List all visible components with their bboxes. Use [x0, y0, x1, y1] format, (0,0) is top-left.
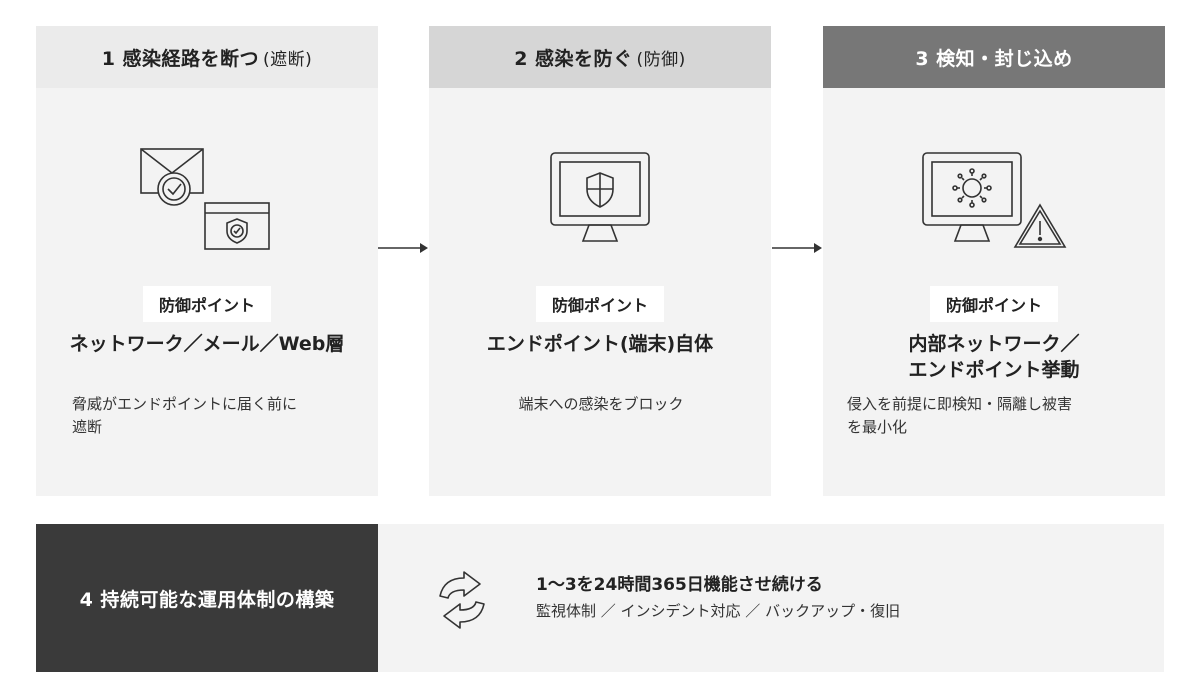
step-3-header: 3 検知・封じ込め	[823, 26, 1165, 88]
step-2-panel: 2 感染を防ぐ (防御) 防御ポイント エンドポイント(端末)自体 端末への感染…	[429, 26, 771, 496]
step-3-desc-line1: 侵入を前提に即検知・隔離し被害	[847, 395, 1073, 413]
step-2-title-line1: エンドポイント(端末)自体	[486, 333, 714, 355]
step-3-title: 内部ネットワーク／ エンドポイント挙動	[823, 331, 1165, 383]
step-3-desc-line2: を最小化	[847, 418, 908, 436]
step-2-header-text: 2 感染を防ぐ	[514, 47, 633, 70]
step-1-desc-line1: 脅威がエンドポイントに届く前に	[72, 395, 298, 413]
step-1-desc-line2: 遮断	[72, 418, 103, 436]
arrow-right-icon	[378, 243, 428, 253]
step-2-desc-line1: 端末への感染をブロック	[518, 395, 684, 413]
step-2-illustration	[429, 131, 771, 271]
step-4-panel: 1〜3を24時間365日機能させ続ける 監視体制 ／ インシデント対応 ／ バッ…	[378, 524, 1164, 672]
step-1-title: ネットワーク／メール／Web層	[36, 331, 378, 357]
cycle-icon	[439, 571, 485, 629]
step-1-panel: 1 感染経路を断つ (遮断) 防御ポイント ネットワーク／メール／Web層 脅威	[36, 26, 378, 496]
step-3-description: 侵入を前提に即検知・隔離し被害 を最小化	[847, 393, 1143, 439]
step-2-description: 端末への感染をブロック	[453, 393, 749, 416]
step-2-badge: 防御ポイント	[535, 286, 665, 322]
step-4-header-text: 4 持続可能な運用体制の構築	[79, 588, 335, 611]
mail-check-icon	[140, 148, 204, 206]
step-1-description: 脅威がエンドポイントに届く前に 遮断	[72, 393, 368, 439]
step-4-main-text: 1〜3を24時間365日機能させ続ける	[536, 575, 823, 595]
step-3-header-text: 3 検知・封じ込め	[915, 47, 1073, 70]
step-1-illustration	[36, 131, 378, 271]
warning-icon	[1013, 203, 1067, 248]
step-1-badge: 防御ポイント	[142, 286, 272, 322]
step-4-sub-text: 監視体制 ／ インシデント対応 ／ バックアップ・復旧	[536, 602, 901, 620]
step-1-header-paren: (遮断)	[263, 49, 313, 70]
step-2-header-paren: (防御)	[636, 49, 686, 70]
step-1-header-text: 1 感染経路を断つ	[101, 47, 260, 70]
step-1-header: 1 感染経路を断つ (遮断)	[36, 26, 378, 88]
step-3-title-line1: 内部ネットワーク／	[908, 333, 1080, 355]
step-3-title-line2: エンドポイント挙動	[908, 359, 1080, 381]
step-1-title-line1: ネットワーク／メール／Web層	[69, 333, 345, 355]
step-3-illustration	[823, 131, 1165, 271]
step-4-header: 4 持続可能な運用体制の構築	[36, 524, 378, 672]
step-3-badge: 防御ポイント	[929, 286, 1059, 322]
step-2-title: エンドポイント(端末)自体	[429, 331, 771, 357]
step-3-panel: 3 検知・封じ込め	[823, 26, 1165, 496]
monitor-virus-icon	[922, 152, 1022, 242]
arrow-right-icon	[772, 243, 822, 253]
step-2-header: 2 感染を防ぐ (防御)	[429, 26, 771, 88]
monitor-shield-icon	[550, 152, 650, 242]
browser-shield-icon	[204, 202, 270, 250]
